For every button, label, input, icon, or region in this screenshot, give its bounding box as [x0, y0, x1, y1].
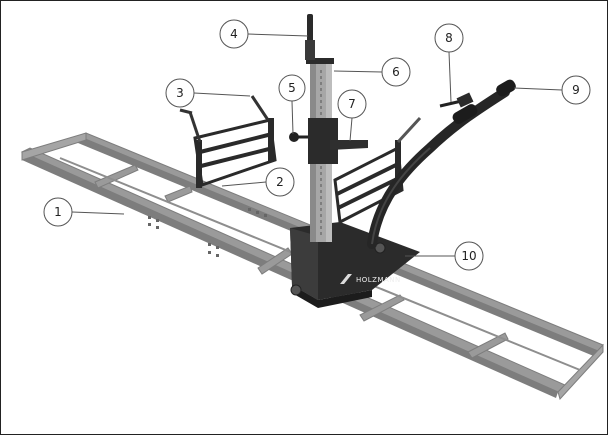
callout-2: 2	[265, 167, 295, 197]
svg-text:8: 8	[445, 31, 453, 45]
rail-cross-2	[164, 185, 193, 203]
callout-9: 9	[561, 75, 591, 105]
push-handle	[367, 79, 516, 249]
clamp-knob	[289, 132, 308, 142]
svg-text:5: 5	[288, 81, 296, 95]
saw-mount	[289, 118, 368, 164]
throttle-lever	[439, 92, 474, 108]
callout-7: 7	[337, 89, 367, 119]
crank-handle	[305, 14, 315, 60]
log-stop-left-arm	[179, 95, 270, 143]
svg-text:1: 1	[54, 205, 62, 219]
svg-text:6: 6	[392, 65, 400, 79]
holzmann-logo-mark	[340, 274, 352, 284]
callout-1: 1	[43, 197, 73, 227]
rail-end-back	[557, 343, 604, 400]
rail-cross-5	[467, 332, 509, 359]
callout-8: 8	[434, 23, 464, 53]
callout-10: 10	[454, 241, 484, 271]
callout-3: 3	[165, 78, 195, 108]
rail-end-front	[21, 132, 87, 161]
rail-cross-1	[94, 164, 139, 189]
holzmann-logo-text: HOLZMANN	[356, 276, 401, 284]
log-stop-left	[179, 95, 277, 188]
svg-text:7: 7	[348, 97, 356, 111]
svg-text:2: 2	[276, 175, 284, 189]
log-stop-right	[333, 116, 422, 225]
rail-cross-4	[359, 294, 405, 322]
saw-mount-plate	[330, 140, 368, 150]
svg-text:10: 10	[461, 249, 476, 263]
rail-holes	[148, 208, 267, 257]
callout-4: 4	[219, 19, 249, 49]
callout-5: 5	[278, 74, 306, 102]
callout-leaders	[71, 33, 563, 257]
svg-text:9: 9	[572, 83, 580, 97]
svg-text:3: 3	[176, 86, 184, 100]
svg-text:4: 4	[230, 27, 238, 41]
callout-6: 6	[381, 57, 411, 87]
